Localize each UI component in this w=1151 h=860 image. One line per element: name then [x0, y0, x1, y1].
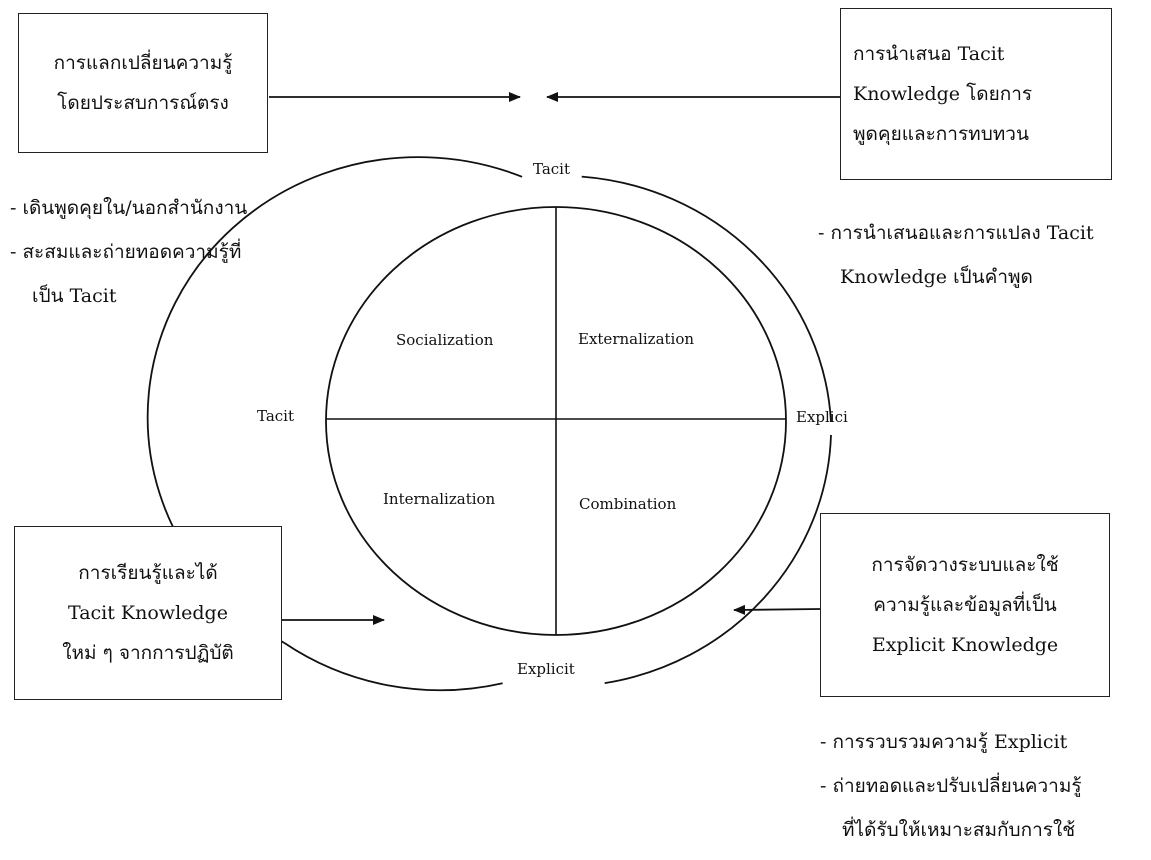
note-socialization: - เดินพูดคุยใน/นอกสำนักงาน - สะสมและถ่าย… [10, 186, 247, 318]
note-line: - การนำเสนอและการแปลง Tacit [818, 222, 1094, 244]
outer-arc-bottom-left [283, 642, 503, 692]
quadrant-label-combination: Combination [579, 495, 677, 513]
outer-arc-right-lower [604, 434, 832, 684]
note-line: - การรวบรวมความรู้ Explicit [820, 731, 1068, 753]
note-externalization: - การนำเสนอและการแปลง Tacit Knowledge เป… [818, 211, 1094, 299]
box-socialization-description: การแลกเปลี่ยนความรู้ โดยประสบการณ์ตรง [18, 13, 268, 153]
quadrant-label-socialization: Socialization [396, 331, 494, 349]
box-combination-description: การจัดวางระบบและใช้ ความรู้และข้อมูลที่เ… [820, 513, 1110, 697]
box-text-line: Knowledge โดยการ [853, 83, 1033, 105]
box-text-line: ความรู้และข้อมูลที่เป็น [873, 594, 1057, 616]
note-line: เป็น Tacit [32, 285, 117, 307]
quadrant-label-internalization: Internalization [383, 490, 496, 508]
note-combination: - การรวบรวมความรู้ Explicit - ถ่ายทอดและ… [820, 720, 1082, 852]
box-text-line: การแลกเปลี่ยนความรู้ [53, 52, 233, 74]
note-line: ที่ได้รับให้เหมาะสมกับการใช้ [842, 819, 1076, 841]
box-text-line: การเรียนรู้และได้ [78, 562, 218, 584]
note-line: - ถ่ายทอดและปรับเปลี่ยนความรู้ [820, 775, 1082, 797]
note-line: - สะสมและถ่ายทอดความรู้ที่ [10, 241, 242, 263]
outer-arc-top-right [581, 175, 832, 423]
box-text-line: โดยประสบการณ์ตรง [57, 92, 229, 114]
box-externalization-description: การนำเสนอ Tacit Knowledge โดยการ พูดคุยแ… [840, 8, 1112, 180]
axis-label-right: Explici [796, 408, 848, 426]
box-text-line: พูดคุยและการทบทวน [853, 123, 1029, 145]
arrow-bottom-right [733, 604, 821, 615]
axis-label-top: Tacit [533, 160, 571, 178]
axis-label-left: Tacit [257, 407, 295, 425]
box-text-line: ใหม่ ๆ จากการปฏิบัติ [62, 642, 234, 664]
axis-label-bottom: Explicit [517, 660, 575, 678]
box-text-line: Explicit Knowledge [871, 634, 1059, 656]
quadrant-label-externalization: Externalization [578, 330, 695, 348]
box-text-line: การจัดวางระบบและใช้ [871, 554, 1059, 576]
box-text-line: Tacit Knowledge [68, 602, 228, 624]
note-line: - เดินพูดคุยใน/นอกสำนักงาน [10, 197, 248, 219]
box-text-line: การนำเสนอ Tacit [853, 43, 1005, 65]
note-line: Knowledge เป็นคำพูด [840, 266, 1033, 288]
box-internalization-description: การเรียนรู้และได้ Tacit Knowledge ใหม่ ๆ… [14, 526, 282, 700]
